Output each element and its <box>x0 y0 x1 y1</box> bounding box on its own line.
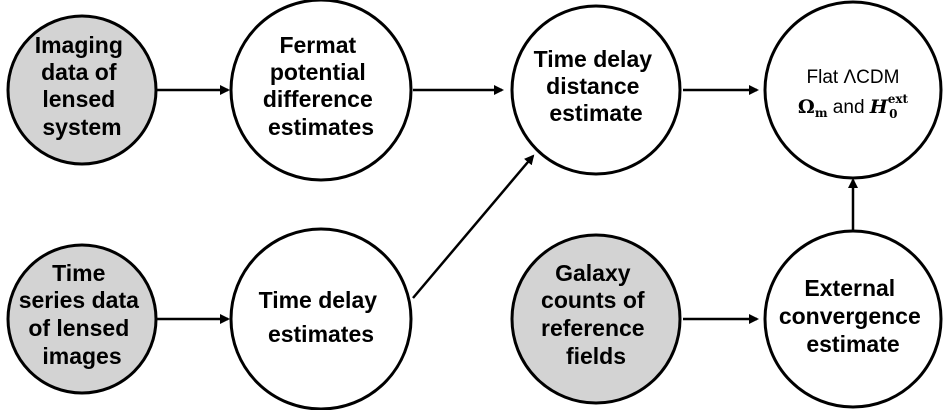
svg-text:Time series data o: Time series data of lensed images <box>19 260 146 369</box>
node-external-convergence-line-1: External <box>804 275 895 301</box>
node-time-delay-distance-line-3: estimate <box>549 100 642 126</box>
node-imaging-data-circle <box>6 14 158 166</box>
svg-text:Galaxy counts of r: Galaxy counts of reference fields <box>541 260 651 369</box>
node-fermat-potential: Fermat potential difference estimates <box>229 0 413 182</box>
node-fermat-potential-line-2: potential <box>270 59 366 85</box>
node-imaging-data-line-2: data of <box>41 59 117 85</box>
node-fermat-potential-line-1: Fermat <box>279 32 356 58</box>
omega-subscript: m <box>815 106 828 120</box>
node-external-convergence: External convergence estimate <box>763 229 943 409</box>
omega-symbol: Ω <box>798 96 815 118</box>
h-symbol: H <box>869 96 889 118</box>
h-superscript: ext <box>888 92 909 106</box>
node-time-delay-estimates-line-1: Time delay <box>259 287 378 313</box>
node-cosmology-line-1: Flat ΛCDM <box>807 67 900 88</box>
node-galaxy-counts-line-4: fields <box>566 343 626 369</box>
node-imaging-data: Imaging data of lensed system <box>6 14 158 166</box>
node-time-delay-distance-line-2: distance <box>546 73 639 99</box>
svg-text:External convergence: External convergence estimate <box>779 275 927 357</box>
node-time-delay-estimates-circle <box>229 227 413 410</box>
node-time-delay-distance: Time delay distance estimate <box>510 4 682 176</box>
node-time-series-line-4: images <box>42 343 121 369</box>
node-external-convergence-line-2: convergence <box>779 303 921 329</box>
node-time-delay-distance-circle <box>510 4 682 176</box>
node-fermat-potential-circle <box>229 0 413 182</box>
node-galaxy-counts: Galaxy counts of reference fields <box>510 233 682 405</box>
node-galaxy-counts-line-1: Galaxy <box>555 260 631 286</box>
svg-text:Time delay distance: Time delay distance estimate <box>534 46 659 126</box>
node-time-series: Time series data of lensed images <box>6 243 158 395</box>
node-imaging-data-line-3: lensed <box>42 86 115 112</box>
svg-text:Time delay estimates: Time delay estimates <box>259 287 384 347</box>
node-galaxy-counts-circle <box>510 233 682 405</box>
and-word: and <box>828 97 870 118</box>
svg-text:Imaging data of le: Imaging data of lensed system <box>35 32 130 140</box>
node-time-delay-distance-line-1: Time delay <box>534 46 653 72</box>
node-galaxy-counts-line-3: reference <box>541 315 645 341</box>
node-time-delay-estimates: Time delay estimates <box>229 227 413 410</box>
node-fermat-potential-line-3: difference <box>263 86 373 112</box>
node-galaxy-counts-line-2: counts of <box>541 287 645 313</box>
node-imaging-data-line-1: Imaging <box>35 32 123 58</box>
node-time-series-line-2: series data <box>19 287 139 313</box>
node-cosmology-circle <box>763 0 943 180</box>
h-subscript: 0 <box>889 107 897 121</box>
node-time-series-line-3: of lensed <box>28 315 129 341</box>
node-external-convergence-line-3: estimate <box>806 331 899 357</box>
edge-delays-to-distance <box>412 154 535 299</box>
node-time-series-line-1: Time <box>52 260 105 286</box>
node-time-delay-estimates-line-2: estimates <box>268 321 374 347</box>
node-imaging-data-line-4: system <box>42 114 121 140</box>
svg-text:Fermat potential d: Fermat potential difference estimates <box>263 32 379 140</box>
node-time-series-circle <box>6 243 158 395</box>
node-external-convergence-circle <box>763 229 943 409</box>
node-fermat-potential-line-4: estimates <box>268 114 374 140</box>
